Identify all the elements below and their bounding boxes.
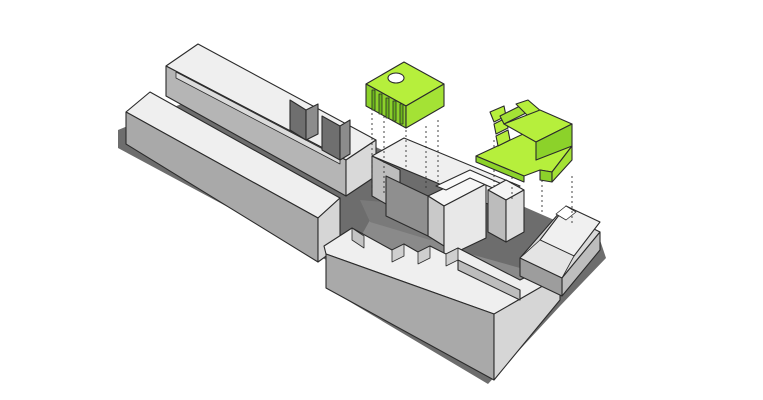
building-pitched-house xyxy=(519,205,601,297)
projection-lines xyxy=(371,108,573,226)
building-center xyxy=(371,137,525,259)
green-volume-right-icon xyxy=(475,99,573,183)
building-rear-tall xyxy=(165,43,377,197)
green-volume-left-icon xyxy=(365,61,445,129)
building-front-u xyxy=(323,227,561,381)
